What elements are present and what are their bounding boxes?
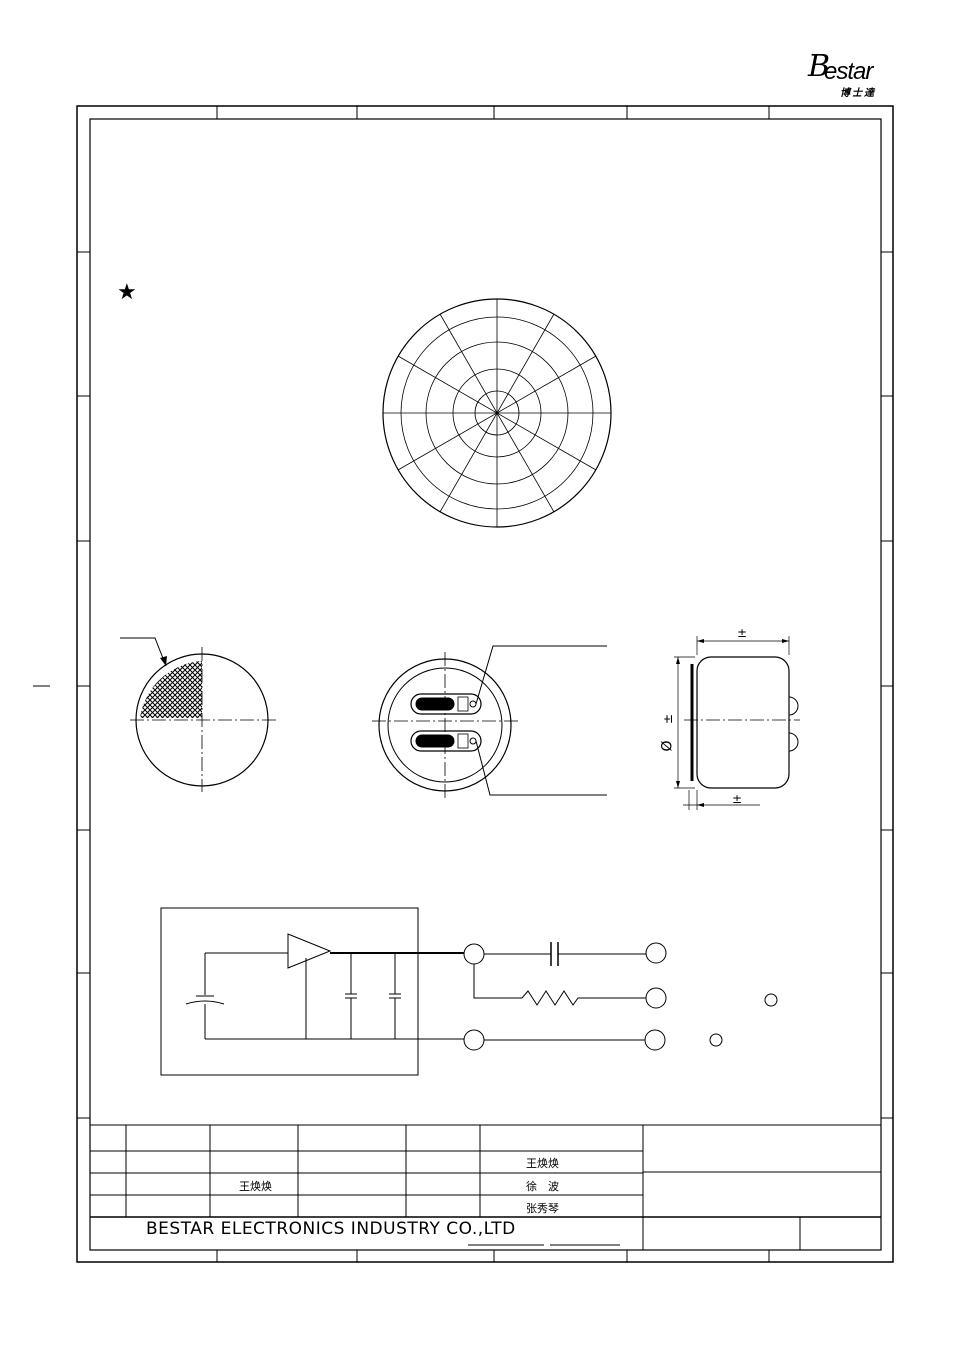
- designer-name: 王焕焕: [526, 1157, 559, 1170]
- logo-b-letter: B: [808, 49, 831, 84]
- bestar-logo: B estar 博士達: [804, 46, 888, 100]
- rear-view-drawing: [372, 645, 607, 798]
- side-view-drawing: [674, 636, 800, 810]
- checker-name: 王焕焕: [239, 1180, 272, 1193]
- star-marker: ★: [117, 280, 137, 305]
- reviewer-name: 张秀琴: [526, 1202, 559, 1215]
- top-width-tolerance-label: ±: [737, 626, 748, 640]
- title-block-table: [90, 1124, 881, 1250]
- approver-name: 徐 波: [526, 1180, 559, 1193]
- test-circuit-diagram: [160, 907, 778, 1076]
- company-name: BESTAR ELECTRONICS INDUSTRY CO.,LTD: [146, 1219, 516, 1239]
- front-view-drawing: [120, 637, 277, 792]
- bottom-tolerance-label: ±: [732, 792, 743, 806]
- sheet-frame: [33, 105, 894, 1263]
- diameter-symbol: Ø: [659, 740, 676, 752]
- logo-text: estar: [824, 58, 873, 85]
- height-tolerance-label: ±: [661, 713, 676, 725]
- logo-chinese-text: 博士達: [840, 88, 876, 99]
- polar-directivity-chart: [382, 298, 612, 528]
